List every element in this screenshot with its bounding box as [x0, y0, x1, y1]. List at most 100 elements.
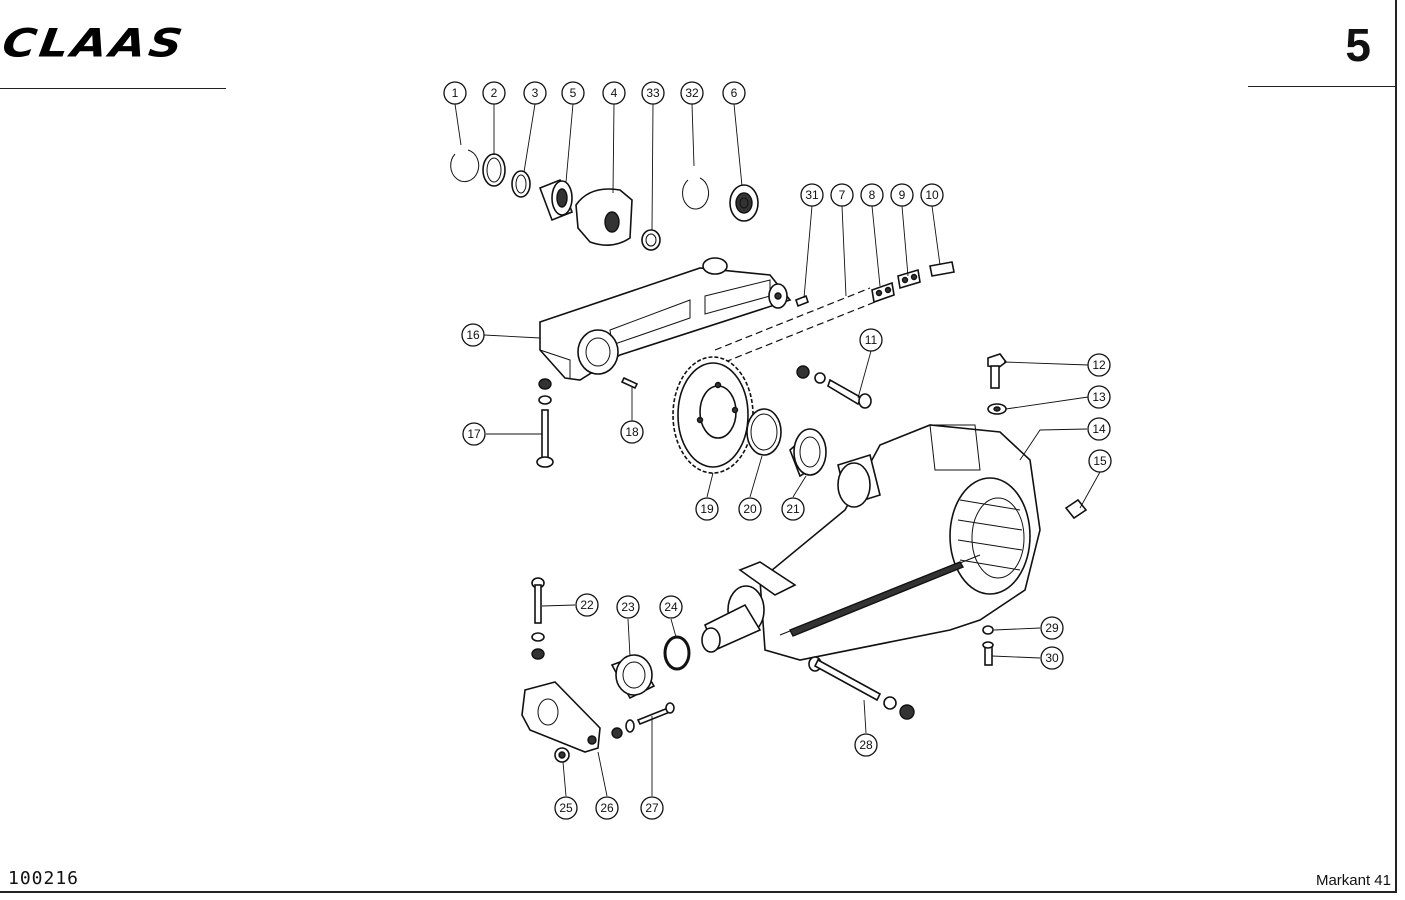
callout-26: 26 [595, 796, 619, 820]
part-4-cam-block [575, 188, 633, 246]
callout-27: 27 [640, 796, 664, 820]
leader-lines [454, 103, 1101, 797]
svg-text:26: 26 [600, 801, 614, 815]
callout-30: 30 [1040, 646, 1064, 670]
callout-23: 23 [616, 595, 640, 619]
svg-text:19: 19 [700, 502, 714, 516]
model-name: Markant 41 [1315, 872, 1391, 889]
svg-text:18: 18 [625, 425, 639, 439]
callout-22: 22 [575, 593, 599, 617]
svg-text:14: 14 [1092, 422, 1106, 436]
callout-4: 4 [602, 81, 626, 105]
part-31-pin [795, 294, 809, 308]
svg-text:1: 1 [452, 86, 459, 100]
page-number: 5 [1345, 19, 1371, 71]
callout-10: 10 [920, 183, 944, 207]
part-13-washer [987, 403, 1007, 415]
part-5-bearing [538, 178, 574, 222]
svg-text:25: 25 [559, 801, 573, 815]
callout-6: 6 [722, 81, 746, 105]
callout-32: 32 [680, 81, 704, 105]
part-32-circlip [682, 177, 710, 210]
part-19-sprocket [672, 356, 754, 474]
callout-20: 20 [738, 497, 762, 521]
callout-15: 15 [1088, 449, 1112, 473]
svg-text:30: 30 [1045, 651, 1059, 665]
svg-text:22: 22 [580, 598, 594, 612]
part-11-bolt [796, 365, 872, 409]
svg-text:3: 3 [532, 86, 539, 100]
callout-5: 5 [561, 81, 585, 105]
callout-21: 21 [781, 497, 805, 521]
callout-7: 7 [830, 183, 854, 207]
part-28-bolt [808, 656, 915, 720]
part-2-ring [482, 153, 506, 187]
svg-text:8: 8 [869, 188, 876, 202]
svg-text:20: 20 [743, 502, 757, 516]
part-22-bolt [531, 577, 545, 660]
callout-24: 24 [659, 595, 683, 619]
callout-28: 28 [854, 733, 878, 757]
part-17-bolt [536, 378, 554, 468]
parts-drawing [450, 149, 1088, 763]
part-29-washer [982, 625, 994, 635]
callout-11: 11 [859, 328, 883, 352]
callout-12: 12 [1087, 353, 1111, 377]
svg-text:11: 11 [865, 333, 878, 347]
callout-14: 14 [1087, 417, 1111, 441]
callout-8: 8 [860, 183, 884, 207]
callout-2: 2 [482, 81, 506, 105]
part-9-chain-link [897, 268, 921, 290]
part-20-ring [746, 408, 782, 456]
part-27-bolt [611, 702, 675, 739]
part-24-o-ring [663, 635, 691, 671]
svg-text:32: 32 [685, 86, 699, 100]
part-10-clip [929, 261, 955, 277]
part-26-lever-plate [521, 681, 601, 753]
part-16-crank-arm [539, 257, 792, 381]
svg-text:12: 12 [1092, 358, 1106, 372]
callout-25: 25 [554, 796, 578, 820]
part-3-ring [511, 170, 531, 198]
svg-text:17: 17 [467, 427, 481, 441]
svg-text:21: 21 [786, 502, 800, 516]
part-14-gearbox-housing [701, 424, 1041, 661]
svg-text:27: 27 [645, 801, 659, 815]
part-7-chain [714, 287, 881, 363]
svg-text:33: 33 [646, 86, 660, 100]
svg-text:5: 5 [570, 86, 577, 100]
svg-text:23: 23 [621, 600, 635, 614]
part-15-plug [1064, 498, 1088, 520]
svg-text:2: 2 [491, 86, 498, 100]
callout-16: 16 [461, 323, 485, 347]
document-number: 100216 [8, 868, 80, 889]
part-23-bearing [610, 654, 656, 700]
svg-text:7: 7 [839, 188, 846, 202]
svg-text:10: 10 [925, 188, 939, 202]
callout-18: 18 [620, 420, 644, 444]
part-18-pin [620, 376, 639, 390]
part-21-bearing [789, 428, 827, 478]
svg-text:29: 29 [1045, 621, 1059, 635]
svg-text:28: 28 [859, 738, 873, 752]
callout-31: 31 [800, 183, 824, 207]
callout-17: 17 [462, 422, 486, 446]
callout-29: 29 [1040, 616, 1064, 640]
header-rule-right [1248, 86, 1396, 87]
part-33-bush [641, 229, 661, 251]
svg-text:6: 6 [731, 86, 738, 100]
callout-13: 13 [1087, 385, 1111, 409]
header-rule-left [0, 88, 226, 89]
part-30-bolt [982, 641, 994, 666]
part-6-bearing [729, 184, 759, 222]
svg-text:31: 31 [805, 188, 819, 202]
callout-1: 1 [443, 81, 467, 105]
part-25-nut [554, 747, 570, 763]
svg-text:15: 15 [1093, 454, 1107, 468]
part-8-chain-link [871, 281, 895, 304]
callouts: 1 2 3 5 4 33 32 6 31 7 8 9 10 16 11 12 1… [443, 81, 1112, 820]
callout-9: 9 [890, 183, 914, 207]
svg-text:16: 16 [466, 328, 480, 342]
